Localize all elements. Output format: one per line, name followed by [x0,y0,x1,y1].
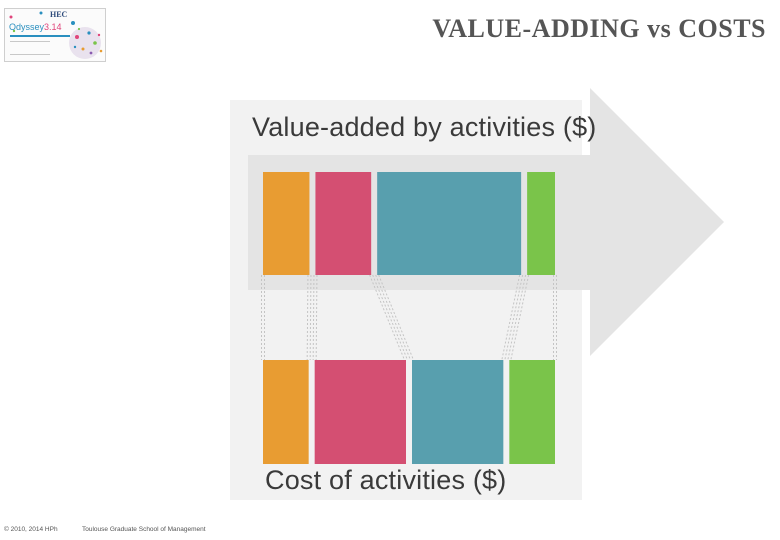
logo-lines [10,41,50,55]
connector-line-teal-left [375,274,411,361]
cost-segment-green [509,360,555,464]
footer-school: Toulouse Graduate School of Management [82,526,206,533]
value-segment-green [527,172,555,275]
cost-segment-pink [314,360,406,464]
connector-lines [261,274,557,361]
connector-line-pink-right [369,274,405,361]
odyssey-hec-logo-icon [9,11,103,59]
value-segments [263,172,555,275]
value-segment-orange [263,172,310,275]
logo-institution: HEC [50,10,68,19]
footer-copyright: © 2010, 2014 HPh [4,526,58,533]
connector-line-green-left [507,274,527,361]
cost-segment-teal [412,360,504,464]
connector-line-teal-left [378,274,414,361]
value-segment-pink [315,172,372,275]
page-title: VALUE-ADDING vs COSTS [432,14,766,43]
cost-segment-orange [263,360,309,464]
logo-brand: Odyssey3.14 [9,22,62,32]
odyssey-hec-logo: HEC Odyssey3.14 [4,8,106,62]
value-segment-teal [377,172,522,275]
value-added-label: Value-added by activities ($) [252,112,597,142]
connector-line-teal-right [504,274,524,361]
connector-line-teal-right [501,274,521,361]
connector-line-green-left [510,274,530,361]
cost-segments [263,360,555,464]
logo-bar [10,35,70,37]
logo-brand-number: 3.14 [44,22,62,32]
cost-label: Cost of activities ($) [265,465,507,495]
connector-line-pink-right [372,274,408,361]
logo-brand-main: Odyssey [9,22,45,32]
